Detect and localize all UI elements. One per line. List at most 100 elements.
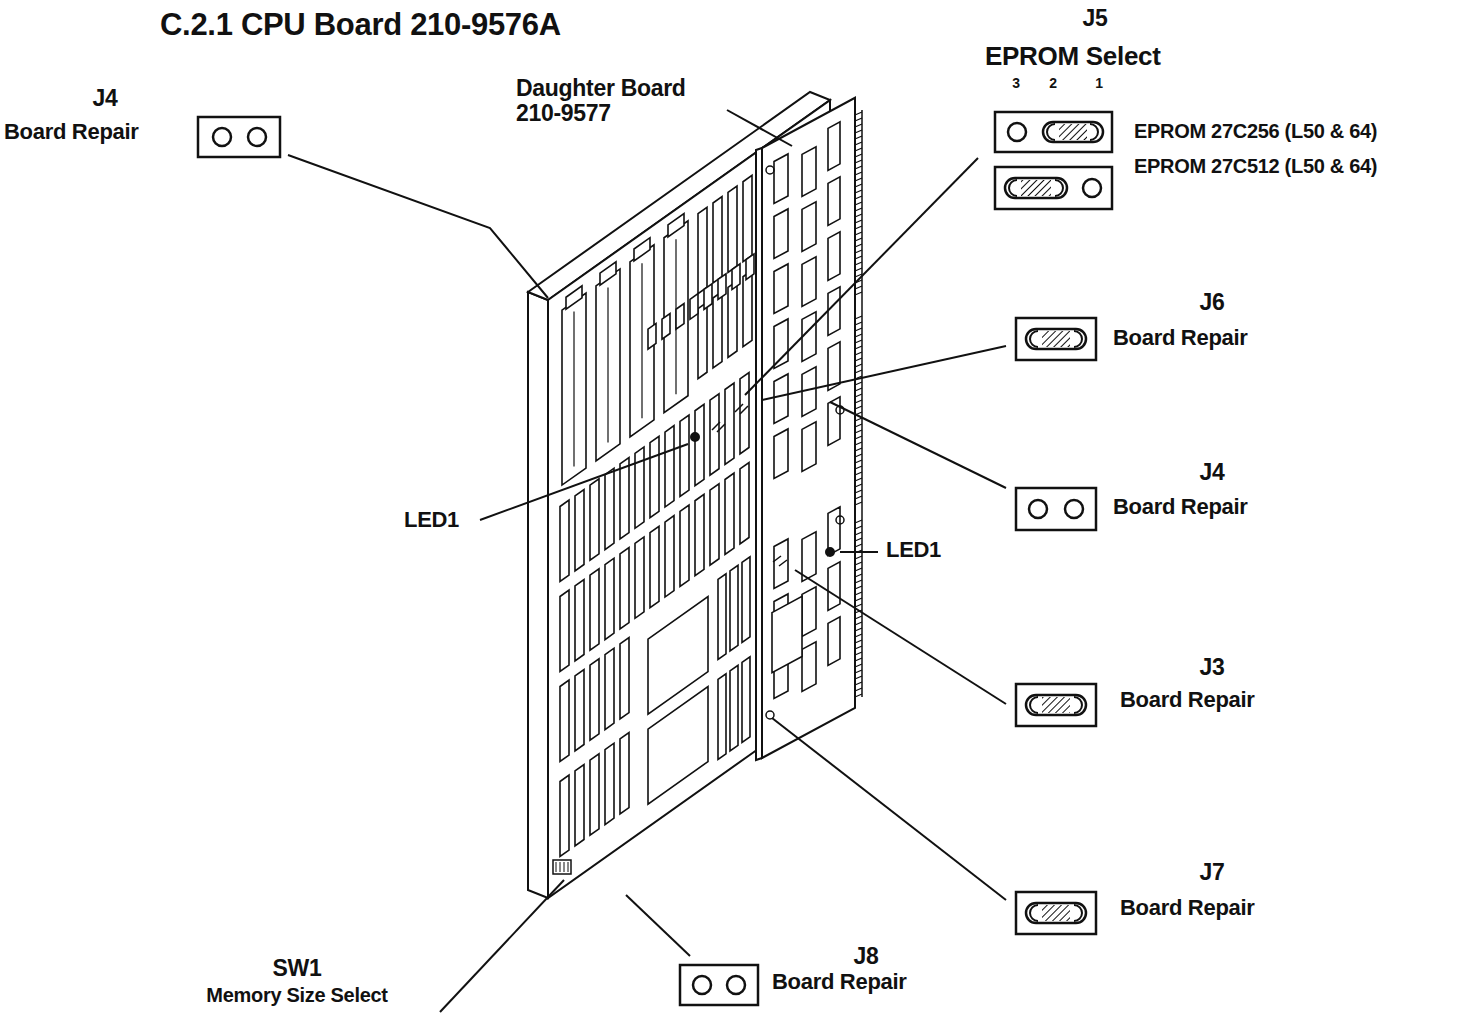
daughter-board-drawing [802, 532, 816, 582]
switch-name: SW1 [273, 956, 322, 981]
cpu-board-drawing [573, 312, 574, 467]
jumper-symbol [1026, 695, 1086, 715]
cpu-board-drawing [665, 426, 674, 507]
jumper-name: J6 [1200, 290, 1225, 315]
cpu-board-drawing [605, 648, 614, 729]
jumper-function: Board Repair [1120, 688, 1255, 712]
daughter-board-drawing [802, 147, 816, 197]
daughter-board-drawing [828, 617, 840, 665]
cpu-board-drawing [562, 293, 586, 485]
jumper-symbol [1029, 500, 1047, 518]
daughter-board-drawing [828, 562, 840, 610]
pin-number: 3 [1012, 76, 1020, 91]
cpu-board-drawing [620, 458, 629, 539]
cpu-board-drawing [730, 565, 738, 651]
cpu-board-drawing [620, 733, 629, 814]
jumper-symbol [1083, 179, 1101, 197]
daughter-board-drawing [802, 202, 816, 252]
jumper-symbol [1030, 905, 1038, 921]
jumper-symbol [680, 965, 758, 1005]
daughter-board-drawing [802, 257, 816, 307]
jumper-symbol [1042, 697, 1070, 713]
cpu-board-drawing [742, 657, 750, 743]
cpu-board-drawing [605, 558, 614, 639]
cpu-board-drawing [575, 669, 584, 750]
jumper-symbol [1055, 180, 1063, 196]
jumper-symbol [1016, 684, 1096, 726]
cpu-board-drawing [743, 175, 752, 261]
pin-number: 1 [1095, 76, 1103, 91]
daughter-board-drawing [836, 516, 844, 524]
daughter-board-drawing [802, 642, 816, 692]
jumper-symbol [995, 167, 1112, 209]
cpu-board-drawing [662, 314, 670, 340]
jumper-symbol [1016, 318, 1096, 360]
leader-line [480, 444, 688, 520]
cpu-board-drawing [648, 323, 656, 349]
cpu-board-drawing [560, 500, 569, 581]
cpu-board-drawing [575, 579, 584, 660]
jumper-symbol [995, 167, 1112, 209]
cpu-board-drawing [634, 238, 650, 261]
jumper-symbol [213, 128, 231, 146]
jumper-symbol [1026, 903, 1086, 923]
cpu-board-drawing [725, 383, 734, 464]
cpu-board-drawing [710, 394, 719, 475]
cpu-board-drawing [718, 574, 726, 660]
cpu-board-drawing [575, 489, 584, 570]
daughter-board-drawing [802, 312, 816, 362]
jumper-symbol [1074, 697, 1082, 713]
daughter-board-drawing [774, 374, 788, 424]
cpu-board-drawing [641, 263, 642, 418]
leader-line [795, 570, 1006, 704]
leader-line [762, 346, 1006, 400]
jumper-symbol [693, 976, 711, 994]
jumper-function: EPROM Select [985, 42, 1161, 71]
cpu-board-drawing [740, 462, 749, 543]
jumper-symbol [1026, 329, 1086, 349]
daughter-board-drawing [861, 110, 863, 697]
cpu-board-drawing [590, 569, 599, 650]
daughter-board-drawing [774, 264, 788, 314]
cpu-board-drawing [605, 468, 614, 549]
leader-line [626, 895, 690, 956]
cpu-board-drawing [668, 214, 684, 237]
cpu-board-drawing [680, 415, 689, 496]
daughter-board-drawing [774, 209, 788, 259]
cpu-board-drawing [600, 262, 616, 285]
cpu-board-drawing [560, 590, 569, 671]
daughter-board-drawing [828, 232, 840, 280]
daughter-board-drawing [802, 422, 816, 472]
board-label: Daughter Board 210-9577 [516, 76, 726, 127]
leader-line [727, 110, 792, 146]
jumper-symbol [1047, 124, 1055, 140]
daughter-board-drawing [828, 122, 840, 170]
cpu-board-drawing [605, 743, 614, 824]
eprom-setting: EPROM 27C256 (L50 & 64) [1134, 120, 1377, 142]
jumper-symbol [1090, 124, 1098, 140]
cpu-board-drawing [695, 404, 704, 485]
jumper-symbol [1021, 180, 1051, 196]
cpu-board-drawing [730, 665, 738, 751]
jumper-function: Board Repair [4, 120, 139, 144]
cpu-board-drawing [676, 304, 684, 330]
daughter-board-drawing [802, 587, 816, 637]
jumper-name: J3 [1200, 655, 1225, 680]
daughter-board-drawing [828, 177, 840, 225]
cpu-board-drawing [560, 775, 569, 856]
led-label: LED1 [404, 508, 459, 532]
jumper-symbol [1074, 331, 1082, 347]
cpu-board-drawing [566, 286, 582, 309]
cpu-board-drawing [718, 274, 726, 300]
daughter-board-drawing [774, 539, 788, 589]
cpu-board-drawing [590, 659, 599, 740]
cpu-board-drawing [713, 197, 722, 283]
jumper-symbol [995, 112, 1112, 152]
cpu-board-drawing [698, 207, 707, 293]
jumper-symbol [1042, 905, 1070, 921]
leader-line [288, 110, 1006, 1012]
jumper-symbol [1008, 123, 1026, 141]
leader-line [288, 155, 548, 298]
cpu-board-drawing [607, 287, 608, 442]
